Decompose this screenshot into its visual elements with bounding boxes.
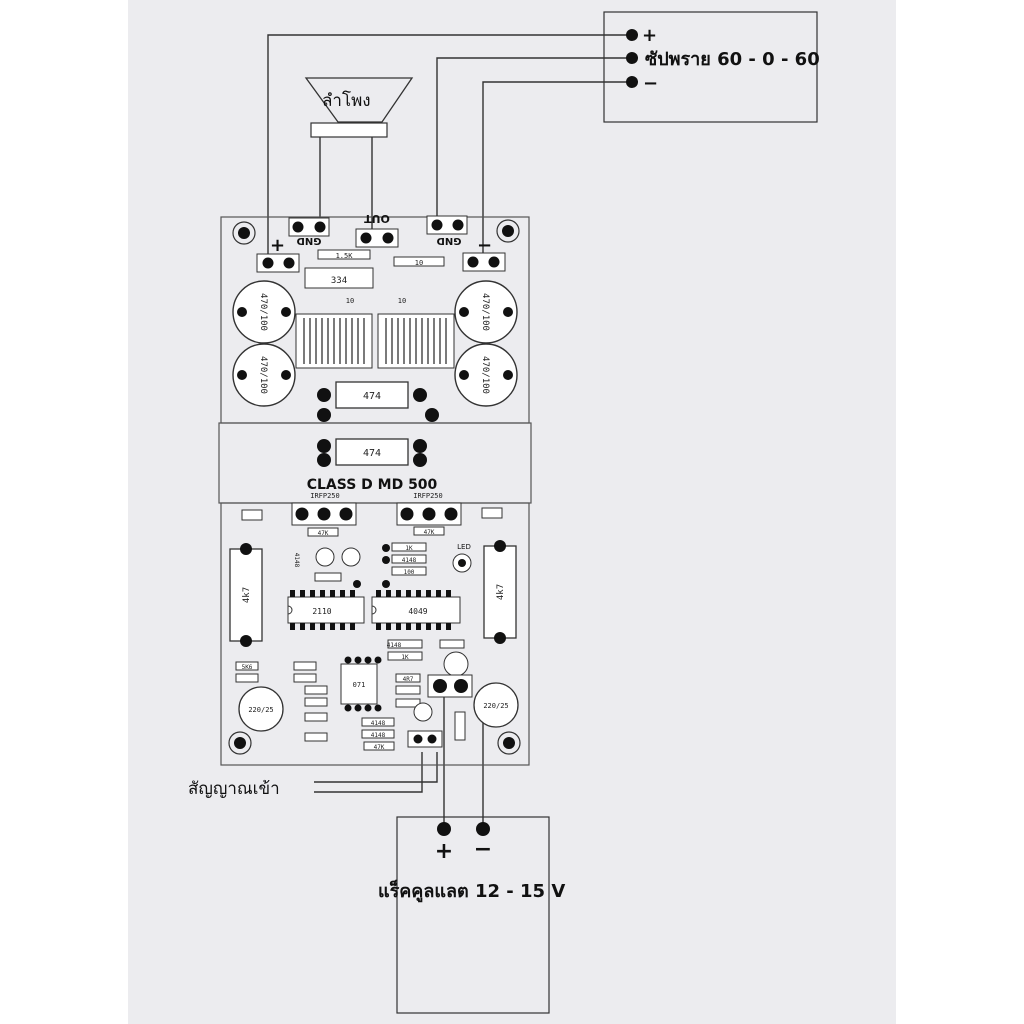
mosfet-pads bbox=[241, 502, 503, 526]
supply-box bbox=[603, 11, 818, 123]
irfp-right-label: IRFP250 bbox=[413, 492, 443, 500]
resistor-10-right-label: 10 bbox=[398, 297, 406, 305]
wire-supply-plus bbox=[267, 34, 626, 256]
pcb-bottom-section bbox=[220, 502, 530, 766]
cap-220-25-right-label: 220/25 bbox=[483, 702, 508, 710]
battery-label: แร็คคูลแลต 12 - 15 V bbox=[378, 879, 565, 903]
board-minus-label: − bbox=[477, 235, 492, 256]
supply-minus-terminal bbox=[626, 76, 638, 88]
board-title: CLASS D MD 500 bbox=[307, 477, 438, 493]
supply-zero-terminal bbox=[626, 52, 638, 64]
battery-box bbox=[396, 816, 550, 1014]
cap-474-group bbox=[317, 381, 439, 467]
ic-4049-chip bbox=[371, 590, 461, 630]
cap-470-100-label-1: 470/100 bbox=[258, 293, 268, 331]
cap-474-label-1: 474 bbox=[363, 391, 381, 402]
cap-470-100-label-4: 470/100 bbox=[480, 356, 490, 394]
cap-470-100-group bbox=[232, 280, 518, 407]
cap-470-100-label-3: 470/100 bbox=[480, 293, 490, 331]
ic-071-label: 071 bbox=[353, 681, 366, 689]
wire-input-a bbox=[314, 752, 438, 783]
trimmer-4k7-left-label: 4k7 bbox=[242, 587, 252, 603]
diode-4148-label-3: 4148 bbox=[387, 642, 402, 649]
cap-470-100-label-2: 470/100 bbox=[258, 356, 268, 394]
trimmer-4k7-right-label: 4k7 bbox=[496, 584, 506, 600]
gnd-left-label: GND bbox=[297, 235, 322, 246]
lower-components bbox=[235, 639, 473, 751]
cap-220-25-left-label: 220/25 bbox=[248, 706, 273, 714]
resistor-10-label: 10 bbox=[415, 259, 423, 267]
resistor-47k-3-label: 47K bbox=[374, 744, 385, 751]
input-label: สัญญาณเข้า bbox=[188, 779, 280, 799]
irfp-left-label: IRFP250 bbox=[310, 492, 340, 500]
resistor-1k-label-2: 1K bbox=[401, 654, 409, 661]
led-label: LED bbox=[457, 543, 471, 551]
cap-474-label-2: 474 bbox=[363, 448, 381, 459]
resistor-47k-2-label: 47K bbox=[424, 529, 435, 536]
wire-supply-minus bbox=[482, 81, 626, 256]
small-components bbox=[314, 542, 472, 588]
speaker-magnet bbox=[310, 122, 388, 138]
resistor-47k-1 bbox=[307, 527, 339, 537]
battery-minus-label: − bbox=[474, 837, 492, 862]
resistor-1-5k bbox=[317, 249, 371, 260]
supply-label: ซัปพราย 60 - 0 - 60 bbox=[645, 49, 820, 70]
battery-plus-terminal bbox=[437, 822, 451, 836]
resistor-47k-1-label: 47K bbox=[318, 530, 329, 537]
ic-2110-chip bbox=[287, 590, 365, 630]
wire-input-b bbox=[314, 752, 423, 793]
ic-2110-label: 2110 bbox=[312, 607, 331, 616]
resistor-1k-label-1: 1K bbox=[405, 545, 413, 552]
cap-334 bbox=[304, 267, 374, 289]
top-connectors bbox=[256, 215, 506, 273]
battery-minus-terminal bbox=[476, 822, 490, 836]
supply-plus-terminal bbox=[626, 29, 638, 41]
resistor-10 bbox=[393, 256, 445, 267]
cap-334-label: 334 bbox=[331, 276, 347, 286]
speaker-label: ลำโพง bbox=[322, 90, 371, 111]
cap-220-25-group bbox=[238, 682, 519, 732]
diode-4148-label-4: 4148 bbox=[371, 720, 386, 727]
diode-4148-label-5: 4148 bbox=[371, 732, 386, 739]
resistor-47k-2 bbox=[413, 526, 445, 536]
diode-4148-label-1: 4148 bbox=[293, 553, 300, 568]
resistor-100-label: 100 bbox=[404, 569, 415, 576]
mounting-holes bbox=[228, 219, 521, 755]
inductor-toroids bbox=[295, 313, 455, 369]
ic-4049-label: 4049 bbox=[408, 607, 427, 616]
supply-plus-label: + bbox=[642, 25, 657, 46]
speaker-cone bbox=[304, 77, 414, 123]
resistor-10-left-label: 10 bbox=[346, 297, 354, 305]
trimmer-4k7-group bbox=[229, 540, 517, 647]
supply-minus-label: − bbox=[643, 73, 658, 94]
battery-plus-label: + bbox=[435, 839, 453, 864]
board-plus-label: + bbox=[270, 235, 285, 256]
resistor-5k6-label: 5K6 bbox=[242, 664, 253, 671]
wire-supply-zero bbox=[436, 57, 626, 222]
gnd-right-label: GND bbox=[437, 235, 462, 246]
resistor-4r7-label: 4R7 bbox=[403, 676, 414, 683]
out-label: OUT bbox=[364, 212, 390, 225]
diode-4148-label-2: 4148 bbox=[402, 557, 417, 564]
pcb bbox=[218, 216, 532, 766]
resistor-1-5k-label: 1.5K bbox=[336, 252, 354, 260]
